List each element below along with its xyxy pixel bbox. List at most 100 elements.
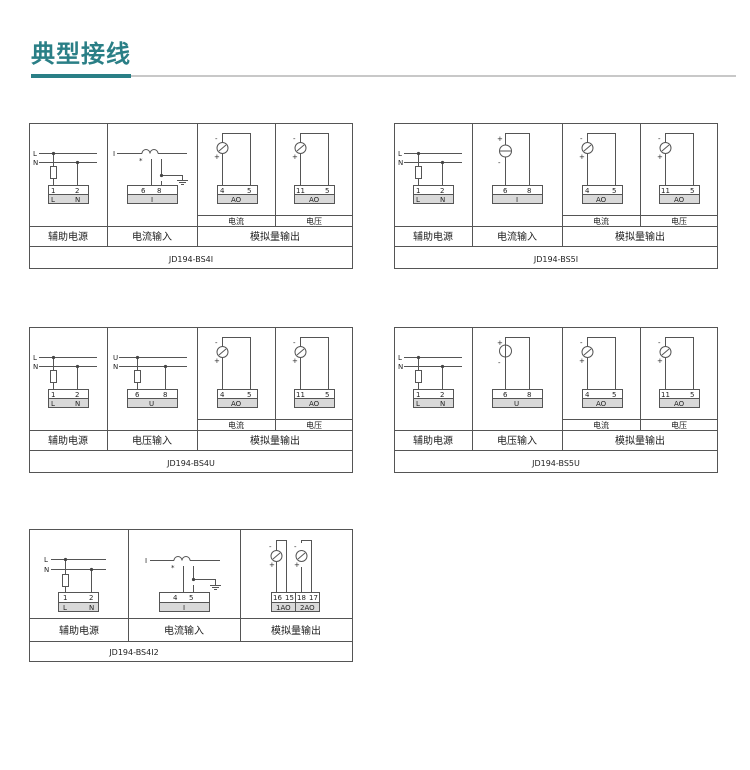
section-title: 典型接线 xyxy=(31,40,131,68)
header-voltage-input: 电压输入 xyxy=(497,434,537,447)
terminal-15: 15 xyxy=(285,594,294,602)
source-minus: - xyxy=(498,159,501,167)
meter-plus: + xyxy=(269,561,275,569)
line-label-l: L xyxy=(33,354,37,362)
sublabel-current: 电流 xyxy=(228,216,244,226)
terminal-5: 5 xyxy=(690,391,694,399)
terminal-ao: AO xyxy=(674,196,685,204)
title-rule xyxy=(31,75,736,77)
terminal-8: 8 xyxy=(163,391,167,399)
terminal-2: 2 xyxy=(75,187,79,195)
model-name: JD194-BS4I2 xyxy=(108,648,158,657)
line-label-l: L xyxy=(33,150,37,158)
terminal-i: I xyxy=(151,196,153,204)
terminal-1: 1 xyxy=(416,391,420,399)
sublabel-voltage: 电压 xyxy=(306,420,322,430)
terminal-11: 11 xyxy=(296,391,305,399)
terminal-5: 5 xyxy=(325,391,329,399)
terminal-4: 4 xyxy=(585,187,590,195)
meter-plus: + xyxy=(657,357,663,365)
terminal-l: L xyxy=(51,196,55,204)
model-name: JD194-BS4U xyxy=(166,459,215,468)
line-label-l: L xyxy=(398,150,402,158)
sublabel-voltage: 电压 xyxy=(306,216,322,226)
header-aux-power: 辅助电源 xyxy=(413,230,453,243)
sublabel-current: 电流 xyxy=(593,420,609,430)
terminal-8: 8 xyxy=(527,391,531,399)
meter-minus: - xyxy=(658,339,661,347)
terminal-i: I xyxy=(183,604,185,612)
meter-plus: + xyxy=(214,357,220,365)
terminal-5: 5 xyxy=(612,391,616,399)
terminal-1ao: 1AO xyxy=(276,604,291,612)
ct-polarity-star: * xyxy=(139,157,143,165)
terminal-6: 6 xyxy=(503,187,508,195)
sublabel-current: 电流 xyxy=(593,216,609,226)
terminal-5: 5 xyxy=(247,391,251,399)
model-name: JD194-BS5U xyxy=(531,459,580,468)
terminal-n: N xyxy=(440,196,445,204)
source-plus: + xyxy=(497,135,503,143)
terminal-ao: AO xyxy=(231,196,242,204)
meter-minus: - xyxy=(580,135,583,143)
terminal-11: 11 xyxy=(296,187,305,195)
header-aux-power: 辅助电源 xyxy=(413,434,453,447)
terminal-16: 16 xyxy=(273,594,282,602)
terminal-ao: AO xyxy=(309,400,320,408)
header-analog-output: 模拟量输出 xyxy=(615,230,665,243)
terminal-11: 11 xyxy=(661,187,670,195)
header-aux-power: 辅助电源 xyxy=(59,624,99,637)
terminal-5: 5 xyxy=(690,187,694,195)
terminal-2: 2 xyxy=(440,187,444,195)
terminal-4: 4 xyxy=(220,391,225,399)
terminal-l: L xyxy=(416,400,420,408)
header-analog-output: 模拟量输出 xyxy=(250,230,300,243)
terminal-n: N xyxy=(440,400,445,408)
header-voltage-input: 电压输入 xyxy=(132,434,172,447)
panel-bs5u: L N 1 2 L N + - 6 8 U + - 4 5 AO + - 11 … xyxy=(394,327,718,473)
terminal-1: 1 xyxy=(51,187,55,195)
meter-plus: + xyxy=(292,153,298,161)
line-label-n: N xyxy=(398,363,403,371)
terminal-l: L xyxy=(416,196,420,204)
terminal-n: N xyxy=(75,196,80,204)
panel-bs5i: L N 1 2 L N + - 6 8 I + - 4 5 AO + - 11 … xyxy=(394,123,718,269)
terminal-1: 1 xyxy=(51,391,55,399)
source-minus: - xyxy=(498,359,501,367)
meter-minus: - xyxy=(293,135,296,143)
panel-bs4i2: L N 1 2 L N I * 4 5 I - + - + 16 15 18 1… xyxy=(29,529,353,662)
line-label-n: N xyxy=(44,566,49,574)
meter-plus: + xyxy=(579,153,585,161)
line-label-l: L xyxy=(398,354,402,362)
terminal-l: L xyxy=(63,604,67,612)
terminal-i: I xyxy=(516,196,518,204)
meter-minus: - xyxy=(269,543,272,551)
line-label-n: N xyxy=(33,159,38,167)
terminal-ao: AO xyxy=(596,400,607,408)
meter-plus: + xyxy=(657,153,663,161)
meter-plus: + xyxy=(579,357,585,365)
terminal-11: 11 xyxy=(661,391,670,399)
terminal-5: 5 xyxy=(247,187,251,195)
voltage-label-u: U xyxy=(113,354,118,362)
header-aux-power: 辅助电源 xyxy=(48,434,88,447)
terminal-1: 1 xyxy=(416,187,420,195)
panel-bs4u: L N 1 2 L N U N 6 8 U + - 4 5 AO + - 11 … xyxy=(29,327,353,473)
meter-plus: + xyxy=(294,561,300,569)
current-label-i: I xyxy=(113,150,115,158)
terminal-l: L xyxy=(51,400,55,408)
terminal-6: 6 xyxy=(503,391,508,399)
terminal-2: 2 xyxy=(89,594,93,602)
ct-polarity-star: * xyxy=(171,564,175,572)
current-label-i: I xyxy=(145,557,147,565)
terminal-u: U xyxy=(149,400,154,408)
meter-minus: - xyxy=(215,339,218,347)
meter-minus: - xyxy=(294,543,297,551)
terminal-n: N xyxy=(89,604,94,612)
model-name: JD194-BS5I xyxy=(533,255,578,264)
line-label-l: L xyxy=(44,556,48,564)
header-analog-output: 模拟量输出 xyxy=(250,434,300,447)
terminal-4: 4 xyxy=(585,391,590,399)
terminal-ao: AO xyxy=(674,400,685,408)
terminal-2: 2 xyxy=(75,391,79,399)
